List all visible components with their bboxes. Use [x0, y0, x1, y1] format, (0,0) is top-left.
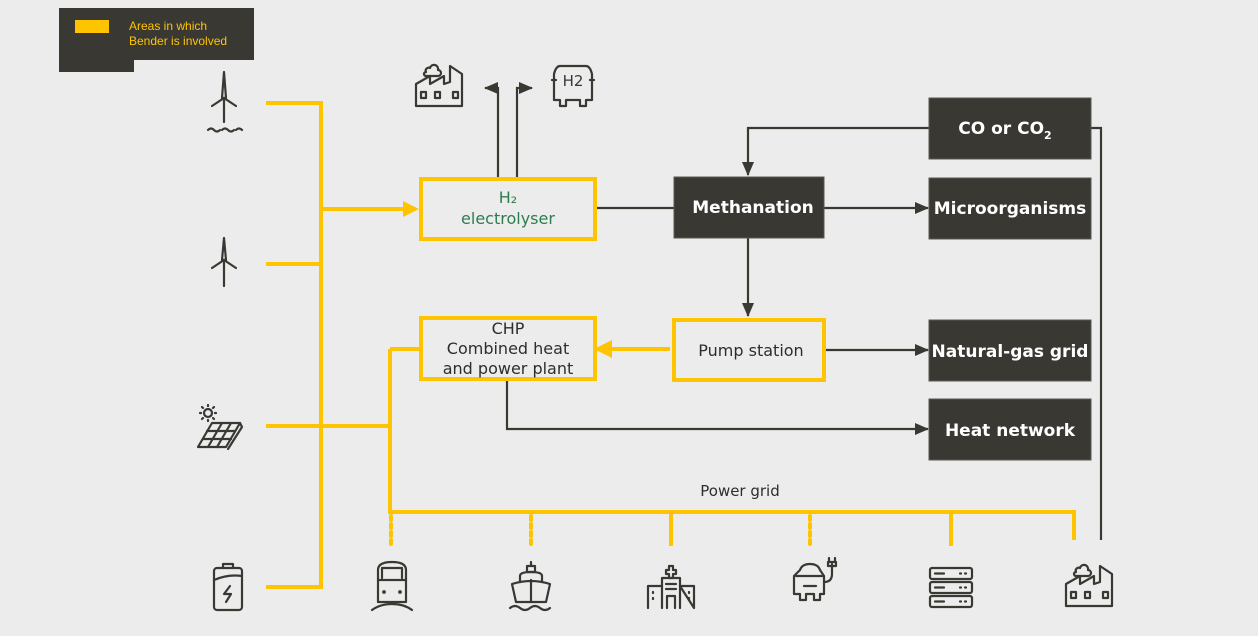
node-methanation[interactable]: Methanation	[673, 176, 825, 239]
legend: Areas in which Bender is involved	[59, 8, 254, 72]
h2-car-label: H2	[563, 72, 584, 90]
arrow-to-h2-car	[515, 82, 533, 178]
server-rack-icon	[928, 566, 974, 609]
hydrogen-car-icon: H2	[550, 64, 596, 108]
source-bus	[266, 101, 1076, 589]
node-natural-gas-grid[interactable]: Natural-gas grid	[928, 319, 1092, 382]
solar-panel-icon	[196, 403, 244, 451]
node-chp[interactable]: CHP Combined heat and power plant	[419, 316, 597, 381]
power-grid-line	[388, 349, 1076, 540]
methanation-label: Methanation	[692, 198, 813, 218]
chp-title: CHP	[492, 319, 525, 338]
node-microorganisms[interactable]: Microorganisms	[928, 177, 1092, 240]
offshore-wind-turbine-icon	[206, 70, 244, 133]
ship-icon	[508, 560, 552, 612]
heat-network-label: Heat network	[945, 421, 1076, 441]
electrolyser-feed-arrow	[403, 201, 419, 217]
node-electrolyser[interactable]: H₂ electrolyser	[419, 177, 597, 241]
wind-turbine-icon	[210, 236, 238, 288]
chp-to-heat-network	[505, 381, 929, 435]
legend-line-1: Areas in which	[129, 19, 207, 33]
pump-station-label: Pump station	[698, 341, 803, 360]
electrolyser-title: H₂	[499, 188, 517, 207]
co2-label-main: CO or CO	[958, 119, 1044, 139]
arrow-to-industry	[484, 82, 500, 178]
battery-icon	[212, 562, 244, 612]
hospital-icon	[646, 564, 696, 610]
chp-line-2: Combined heat	[447, 339, 569, 358]
pump-to-chp-arrow	[594, 340, 612, 358]
co2-to-methanation	[742, 126, 930, 176]
power-grid-drops: Power grid	[389, 482, 953, 548]
legend-swatch	[75, 20, 109, 33]
factory-icon	[414, 63, 464, 108]
industry-factory-icon	[1064, 563, 1114, 608]
connectors	[484, 82, 1103, 540]
node-pump-station[interactable]: Pump station	[672, 318, 826, 382]
electrolyser-label: electrolyser	[461, 209, 555, 228]
node-heat-network[interactable]: Heat network	[928, 398, 1092, 461]
chp-line-3: and power plant	[443, 359, 574, 378]
train-icon	[370, 560, 414, 612]
co2-from-industry-line	[1091, 126, 1103, 540]
microorganisms-label: Microorganisms	[934, 199, 1086, 219]
electric-car-icon	[792, 556, 838, 602]
source-bus-line	[266, 101, 323, 589]
co2-label: CO or CO2	[958, 119, 1051, 142]
power-grid-label: Power grid	[700, 482, 780, 500]
natural-gas-grid-label: Natural-gas grid	[932, 342, 1089, 362]
co2-label-subscript: 2	[1044, 129, 1052, 142]
node-co2[interactable]: CO or CO2	[928, 97, 1092, 160]
legend-line-2: Bender is involved	[129, 34, 227, 48]
